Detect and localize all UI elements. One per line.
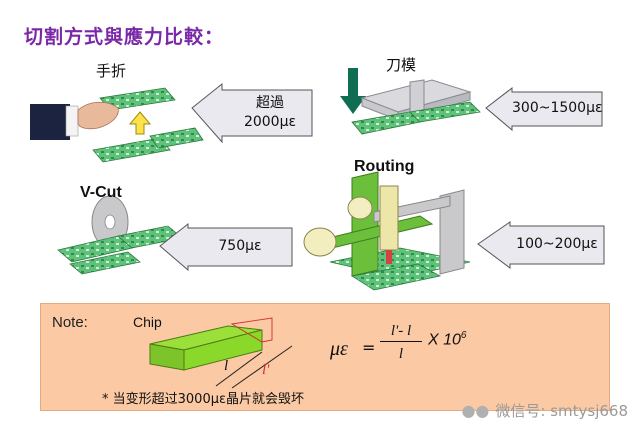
formula-mult-text: X 10 bbox=[428, 331, 461, 349]
length-l-label: l bbox=[224, 358, 229, 374]
formula-lhs: με bbox=[330, 338, 348, 360]
note-heading: Note: bbox=[52, 314, 88, 331]
page-title: 切割方式與應力比較： bbox=[24, 26, 225, 48]
die-strain-value: 300~1500με bbox=[512, 100, 603, 116]
vcut-strain-arrow bbox=[159, 222, 293, 272]
note-panel bbox=[40, 303, 610, 411]
watermark: ●● 微信号: smtysj668 bbox=[461, 400, 628, 421]
hand-break-label: 手折 bbox=[96, 62, 127, 80]
die-cut-illustration bbox=[340, 68, 481, 135]
formula-denominator: l bbox=[398, 346, 404, 362]
footnote: * 当变形超过3000με晶片就会毁坏 bbox=[102, 392, 305, 407]
watermark-text: 微信号: smtysj668 bbox=[495, 402, 628, 420]
length-lprime-label: l' bbox=[262, 362, 270, 378]
vcut-strain-value: 750με bbox=[218, 238, 262, 254]
hand-strain-value: 超過 2000με bbox=[243, 95, 297, 130]
hand-break-illustration bbox=[30, 87, 204, 163]
die-cut-label: 刀模 bbox=[386, 56, 417, 74]
formula-multiplier: X 106 bbox=[428, 330, 466, 349]
routing-strain-value: 100~200με bbox=[516, 236, 598, 252]
routing-label: Routing bbox=[354, 158, 415, 175]
formula-equals: = bbox=[362, 338, 376, 357]
formula-numerator: l'- l bbox=[380, 323, 422, 342]
vcut-illustration bbox=[57, 195, 183, 275]
up-arrow-icon bbox=[128, 111, 152, 135]
die-strain-arrow bbox=[485, 86, 603, 132]
wechat-icon: ●● bbox=[461, 401, 490, 420]
vcut-label: V-Cut bbox=[80, 184, 122, 201]
down-arrow-icon bbox=[340, 96, 366, 114]
routing-machine-illustration bbox=[303, 171, 471, 291]
formula-exponent: 6 bbox=[460, 330, 467, 341]
hand-strain-arrow bbox=[191, 82, 313, 144]
routing-strain-arrow bbox=[477, 221, 605, 269]
chip-label: Chip bbox=[133, 314, 162, 330]
